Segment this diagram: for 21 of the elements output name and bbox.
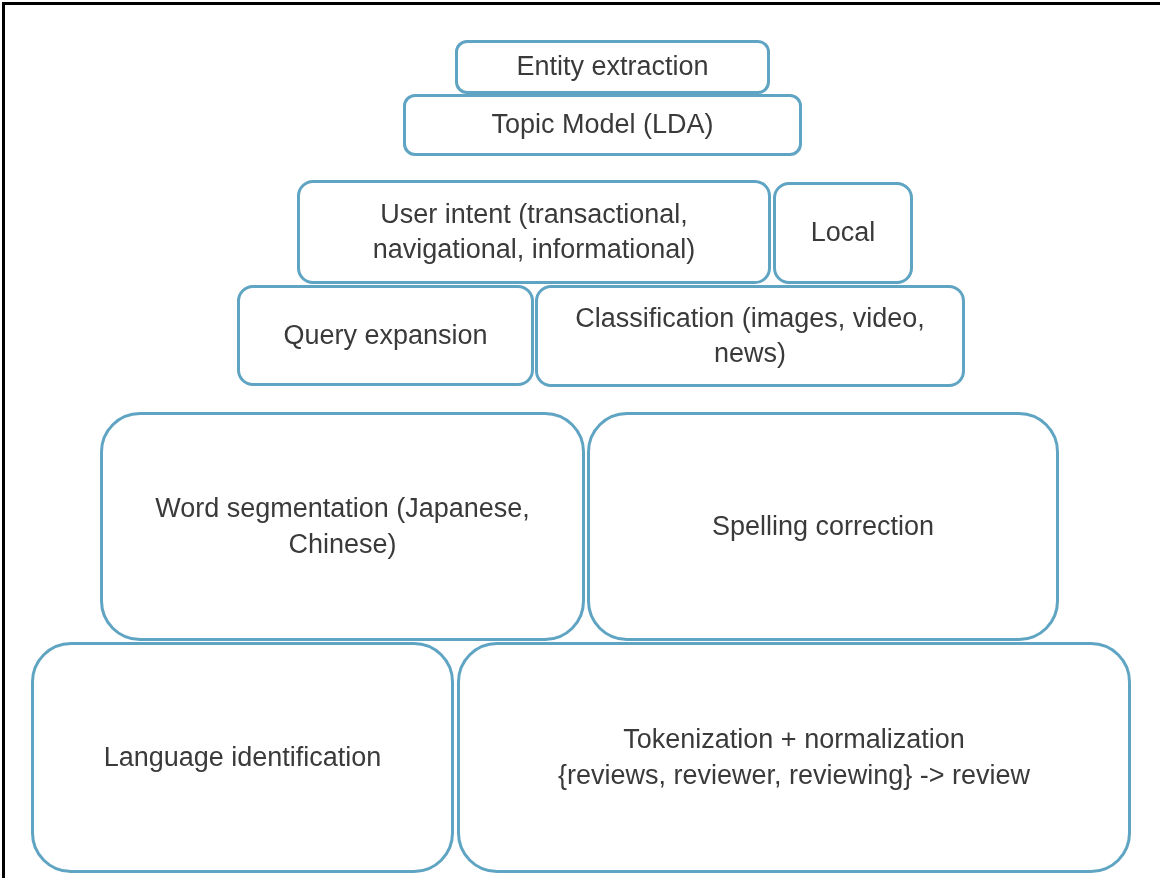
rounded-box xyxy=(297,180,771,284)
rounded-box xyxy=(773,182,913,284)
box-label: Topic Model (LDA) xyxy=(491,108,714,142)
box-label: Spelling correction xyxy=(711,509,935,543)
rounded-box xyxy=(455,40,770,94)
rounded-box xyxy=(535,285,965,387)
rounded-box xyxy=(457,642,1131,873)
box-label: Tokenization + normalization xyxy=(623,723,965,757)
box-label: Classification (images, video, news) xyxy=(574,301,926,370)
rounded-box xyxy=(403,94,802,156)
box-label: Query expansion xyxy=(283,318,488,352)
rounded-box xyxy=(587,412,1059,641)
box-label: Word segmentation (Japanese, Chinese) xyxy=(154,492,531,561)
box-label: Local xyxy=(810,216,876,250)
box-label: User intent (transactional, navigational, informational) xyxy=(371,197,697,266)
rounded-box xyxy=(100,412,585,641)
rounded-box xyxy=(31,642,454,873)
box-label: Language identification xyxy=(103,740,382,774)
box-label: Entity extraction xyxy=(516,50,709,84)
box-label: {reviews, reviewer, reviewing} -> review xyxy=(558,758,1030,792)
rounded-box xyxy=(237,285,534,386)
